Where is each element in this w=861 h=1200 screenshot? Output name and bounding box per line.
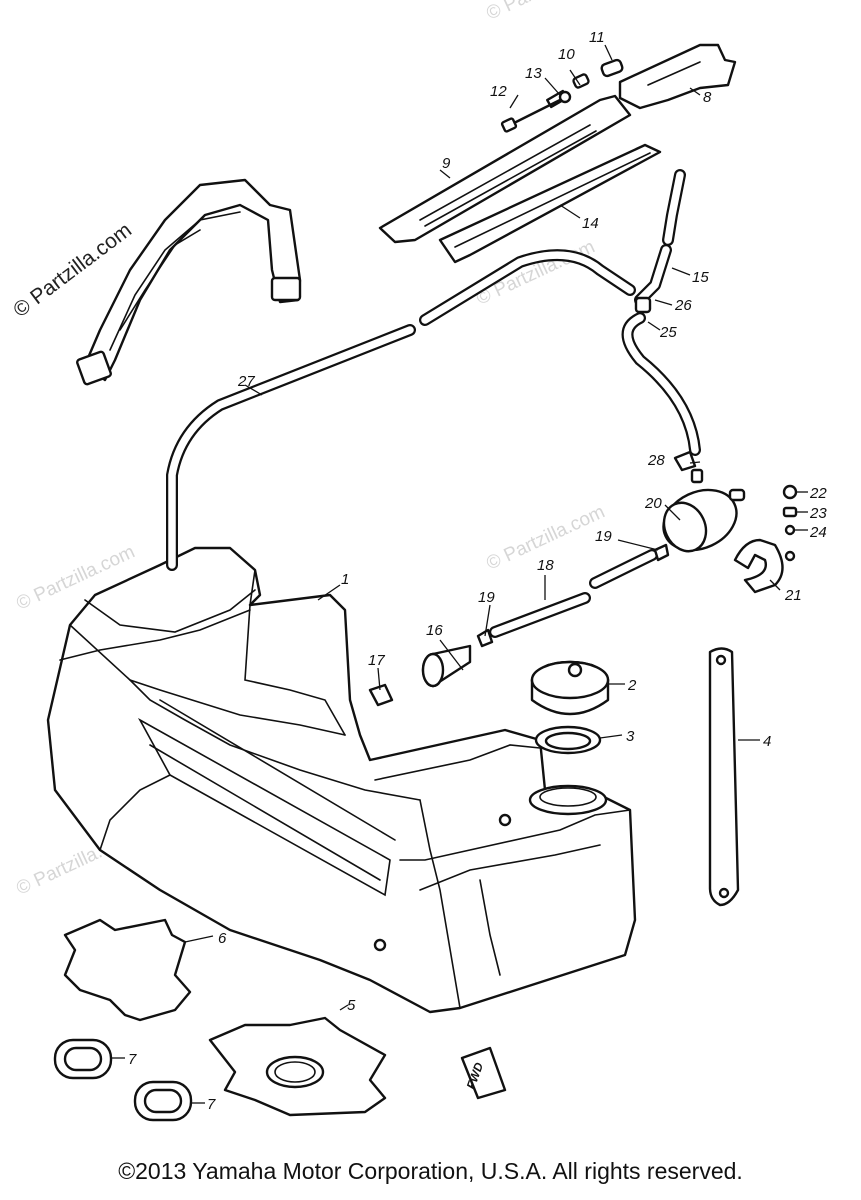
- gasket-3: [534, 725, 602, 755]
- pad-14: [438, 143, 662, 264]
- callout-8: 8: [703, 89, 712, 106]
- callout-13: 13: [525, 65, 542, 82]
- fuel-tank: [46, 546, 637, 1014]
- copyright-notice: ©2013 Yamaha Motor Corporation, U.S.A. A…: [118, 1158, 743, 1184]
- pad-6: [63, 918, 192, 1022]
- callout-26: 26: [674, 297, 692, 314]
- callout-2: 2: [627, 677, 637, 694]
- callout-22: 22: [809, 485, 827, 502]
- callout-18: 18: [537, 557, 554, 574]
- callout-25: 25: [659, 324, 677, 341]
- hose-15-25-26: [621, 169, 701, 456]
- bracket-21: [733, 538, 796, 594]
- callout-11: 11: [589, 29, 605, 46]
- callout-14: 14: [582, 215, 599, 232]
- callout-28: 28: [647, 452, 665, 469]
- callout-23: 23: [809, 505, 827, 522]
- filler-cap-2: [530, 660, 610, 716]
- callout-3: 3: [626, 728, 635, 745]
- fitting-16: [368, 644, 472, 707]
- grommet-7a: [53, 1038, 113, 1080]
- leader-lines: [110, 44, 808, 1104]
- callout-20: 20: [644, 495, 662, 512]
- strap-9: [378, 89, 632, 244]
- callout-27: 27: [237, 373, 255, 390]
- callout-6: 6: [218, 930, 227, 947]
- hose-27: [166, 249, 636, 571]
- callout-7a: 7: [128, 1051, 137, 1068]
- callout-10: 10: [558, 46, 575, 63]
- callout-4: 4: [763, 733, 771, 750]
- callout-24: 24: [809, 524, 827, 541]
- callout-5: 5: [347, 997, 356, 1014]
- callout-numbers: 1 2 3 4 5 6 7 7 8 9 10 11 12 13 14 15 16…: [128, 29, 827, 1113]
- strap-8: [600, 43, 737, 110]
- grommet-7b: [133, 1080, 193, 1122]
- callout-19b: 19: [595, 528, 612, 545]
- callout-21: 21: [784, 587, 802, 604]
- plate-4: [708, 647, 740, 907]
- callout-1: 1: [341, 571, 349, 588]
- fwd-label: FWD: [460, 1046, 507, 1100]
- strap-assembly-left: [76, 178, 302, 386]
- callout-15: 15: [692, 269, 709, 286]
- callout-12: 12: [490, 83, 507, 100]
- callout-17: 17: [368, 652, 385, 669]
- pad-5: [208, 1016, 387, 1117]
- callout-9: 9: [442, 155, 451, 172]
- callout-16: 16: [426, 622, 443, 639]
- callout-19a: 19: [478, 589, 495, 606]
- bolt-12: [500, 73, 590, 133]
- fuel-line-18: [476, 543, 670, 648]
- callout-7b: 7: [207, 1096, 216, 1113]
- fasteners-22-24: [782, 484, 798, 536]
- watermark-6: © Partzilla.com: [483, 0, 608, 25]
